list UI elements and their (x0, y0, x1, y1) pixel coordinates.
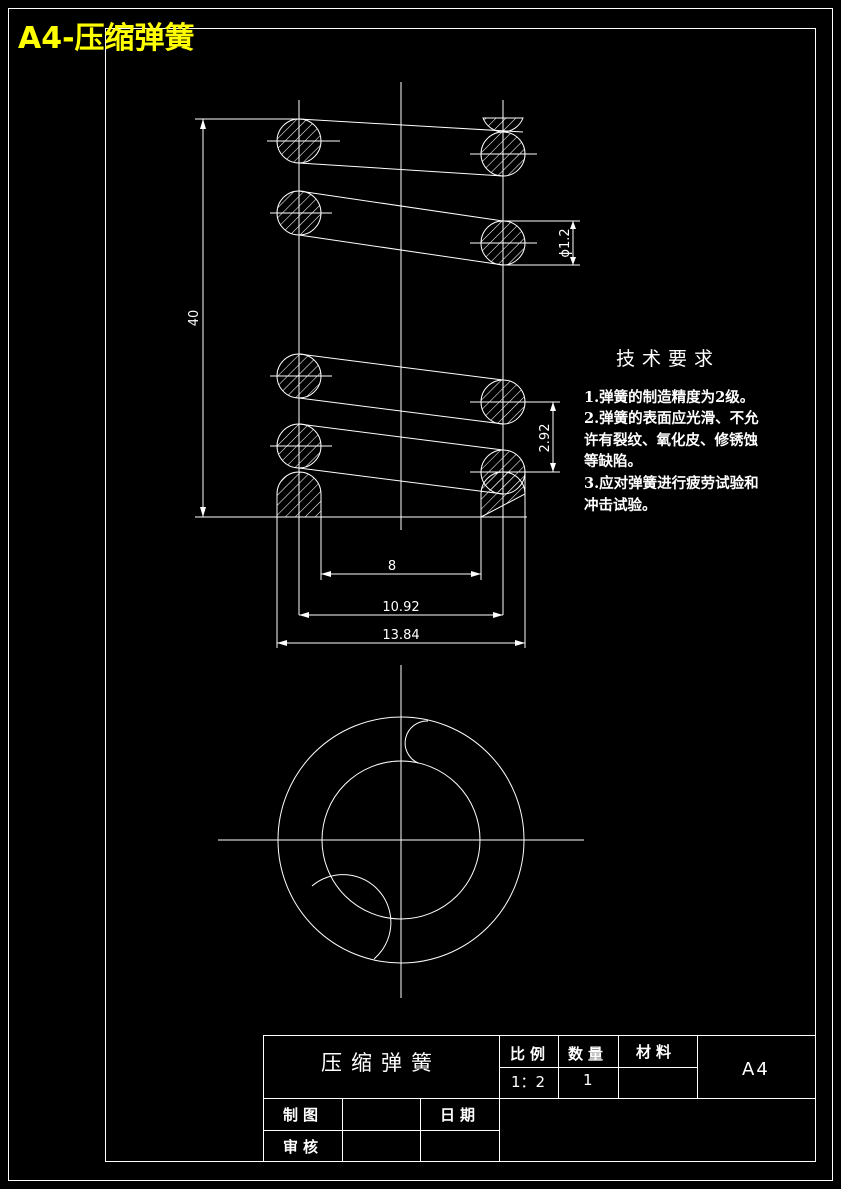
part-name: 压缩弹簧 (321, 1051, 441, 1075)
dimension-wire-diameter: ϕ1.2 (503, 220, 580, 266)
date-label: 日期 (440, 1106, 480, 1124)
tech-req-line: 1.弹簧的制造精度为2级。 (584, 388, 754, 406)
scale-label: 比例 (510, 1045, 550, 1063)
inner-circle (321, 760, 481, 920)
front-view (195, 82, 537, 615)
dimension-pitch: 2.92 (525, 401, 560, 473)
svg-text:10.92: 10.92 (382, 600, 419, 615)
inner-frame (105, 28, 816, 1162)
svg-text:8: 8 (388, 559, 396, 574)
helix-lines (298, 118, 524, 495)
checked-by-label: 审核 (283, 1138, 323, 1156)
outer-border (8, 8, 833, 1181)
drawing-code: A4 (742, 1059, 770, 1080)
title-block: 压缩弹簧 比例 1：2 数量 1 材料 A4 制图 日期 审核 (263, 1035, 816, 1162)
drawing-title: A4-压缩弹簧 (18, 21, 195, 56)
quantity-value: 1 (583, 1071, 593, 1089)
top-view (218, 665, 584, 998)
wire-end-bottom (311, 874, 392, 960)
quantity-label: 数量 (568, 1045, 608, 1063)
svg-text:2.92: 2.92 (538, 424, 553, 453)
tech-req-heading: 技术要求 (616, 348, 720, 370)
tech-req-line: 等缺陷。 (584, 452, 642, 470)
dimension-free-length: 40 (187, 118, 299, 517)
dimension-mean-diameter: 10.92 (299, 600, 503, 618)
dimension-inner-diameter: 8 (320, 517, 482, 580)
scale-value: 1：2 (511, 1073, 545, 1091)
svg-text:13.84: 13.84 (382, 628, 419, 643)
technical-requirements: 技术要求 1.弹簧的制造精度为2级。 2.弹簧的表面应光滑、不允 许有裂纹、氧化… (584, 348, 759, 514)
dimension-outer-diameter: 13.84 (276, 472, 526, 648)
outer-circle (277, 716, 525, 964)
drawn-by-label: 制图 (283, 1106, 323, 1124)
tech-req-line: 冲击试验。 (584, 496, 657, 514)
svg-text:40: 40 (187, 310, 202, 327)
end-coil-bottom-left (276, 471, 322, 518)
tech-req-line: 2.弹簧的表面应光滑、不允 (584, 409, 759, 427)
tech-req-line: 3.应对弹簧进行疲劳试验和 (584, 474, 759, 492)
end-coil-top-right (482, 117, 524, 133)
wire-end-top (404, 720, 429, 764)
svg-text:ϕ1.2: ϕ1.2 (558, 228, 573, 257)
material-label: 材料 (636, 1043, 676, 1061)
tech-req-line: 许有裂纹、氧化皮、修锈蚀 (584, 431, 758, 449)
